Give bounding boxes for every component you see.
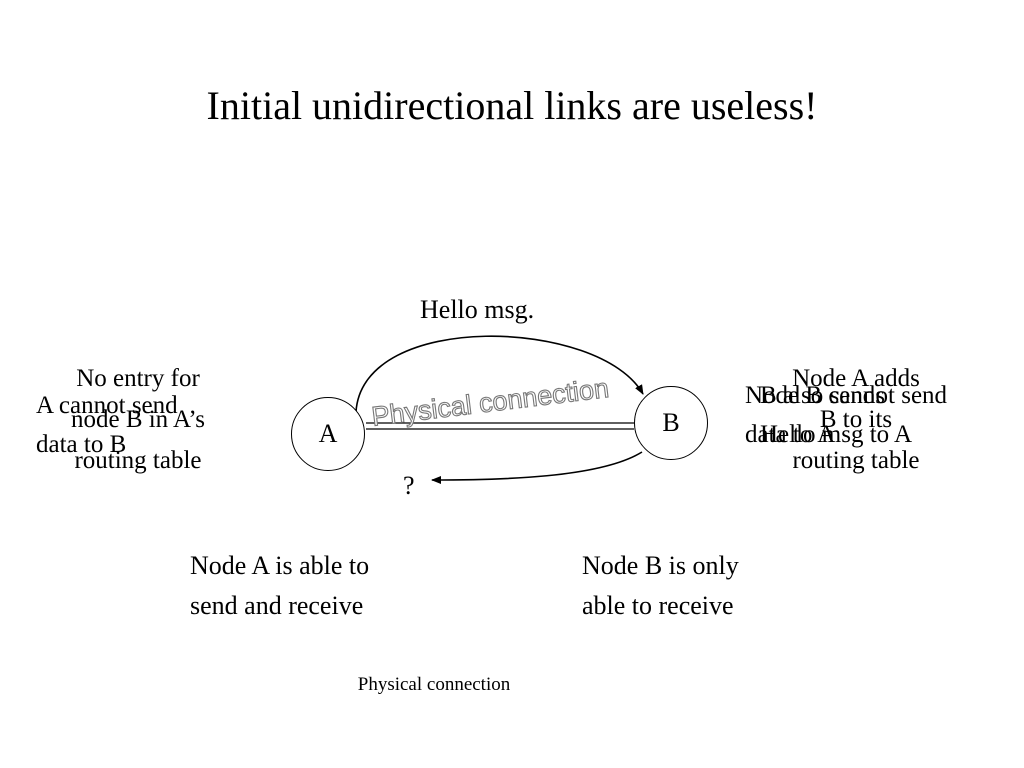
node-b-capability-caption: Node B is only able to receive	[582, 546, 739, 626]
note-line: data to B	[36, 431, 127, 458]
node-b: B	[634, 386, 708, 460]
node-a-label: A	[318, 419, 338, 448]
caption-line: Node A is able to	[190, 551, 370, 580]
note-line: Hello msg to A	[760, 421, 913, 448]
node-a-capability-caption: Node A is able to send and receive	[190, 546, 369, 626]
node-a-adds-note: Node A adds B to its routing table	[746, 358, 966, 481]
no-entry-note: No entry for node B in A’s routing table	[30, 358, 246, 481]
note-line: No entry for	[76, 365, 200, 392]
note-line: B to its	[819, 406, 893, 433]
note-line: node B in A’s	[70, 406, 206, 433]
a-cannot-send-note: A cannot send data to B	[36, 386, 178, 464]
note-line: A cannot send	[36, 392, 178, 419]
note-line: routing table	[74, 447, 202, 474]
b-cannot-send-note: Node B cannot send data to A	[745, 376, 947, 454]
node-a: A	[291, 397, 365, 471]
note-line: B also sends	[760, 382, 885, 409]
note-line: Node B cannot send	[745, 382, 948, 409]
note-line: data to A	[745, 421, 836, 448]
physical-connection-label-small: Physical connection	[357, 674, 511, 695]
note-line: Node A adds	[792, 365, 920, 392]
hello-arrow	[355, 335, 644, 413]
return-arrow	[431, 451, 643, 484]
question-mark: ?	[403, 471, 415, 500]
caption-line: send and receive	[190, 591, 364, 620]
caption-line: able to receive	[582, 591, 734, 620]
hello-msg-label: Hello msg.	[420, 295, 535, 324]
node-b-label: B	[662, 408, 680, 437]
caption-line: Node B is only	[582, 551, 739, 580]
slide-title: Initial unidirectional links are useless…	[206, 83, 818, 128]
note-line: routing table	[792, 447, 920, 474]
b-also-sends-note: B also sends Hello msg to A	[760, 376, 912, 454]
